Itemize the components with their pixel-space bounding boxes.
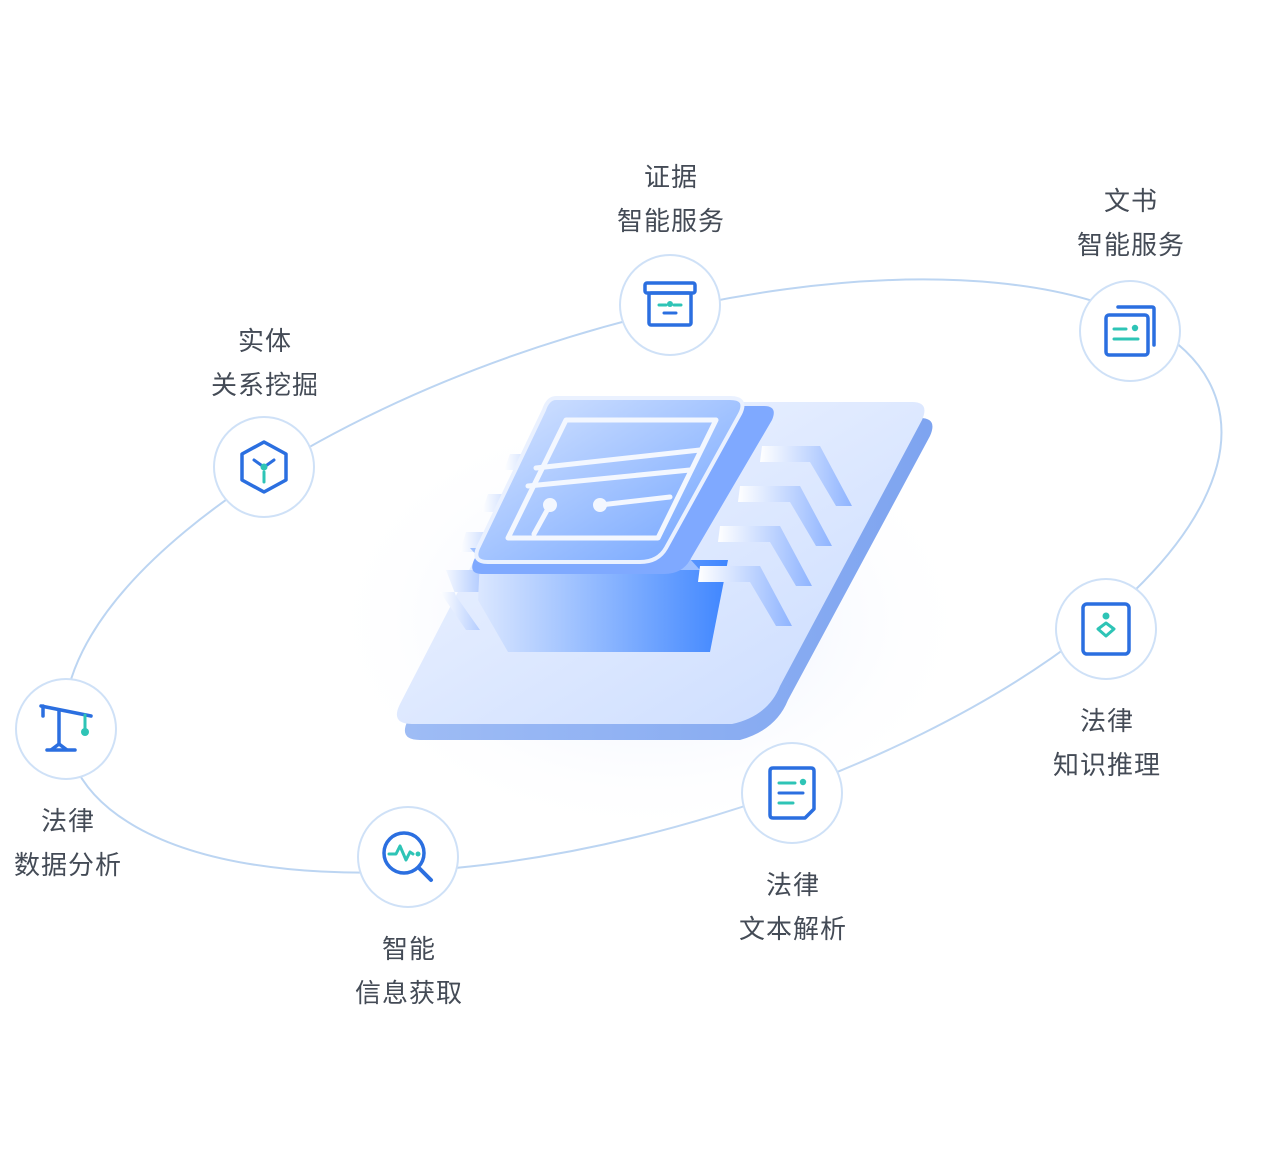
label-text-line2: 文本解析 [738,915,847,945]
chip-right-pins [698,446,852,626]
label-text: 法律 文本解析 [683,864,903,952]
chip-top [472,396,774,574]
node-analysis[interactable] [15,678,117,780]
node-document[interactable] [1079,280,1181,382]
label-evidence-line2: 智能服务 [616,207,725,237]
label-entity-line2: 关系挖掘 [210,371,319,401]
label-reasoning: 法律 知识推理 [997,700,1217,788]
label-evidence-line1: 证据 [643,163,698,193]
label-entity: 实体 关系挖掘 [155,320,375,408]
node-evidence[interactable] [619,254,721,356]
diamond-card-icon [1081,602,1131,656]
node-text[interactable] [741,742,843,844]
scale-balance-icon [39,704,93,752]
cube-icon [240,440,288,494]
label-retrieval: 智能 信息获取 [299,928,519,1016]
label-analysis-line1: 法律 [40,807,95,837]
label-text-line1: 法律 [765,871,820,901]
label-entity-line1: 实体 [237,327,292,357]
search-pulse-icon [382,831,433,882]
label-analysis-line2: 数据分析 [13,851,122,881]
label-document-line2: 智能服务 [1076,231,1185,261]
label-analysis: 法律 数据分析 [0,800,178,888]
label-evidence: 证据 智能服务 [561,156,781,244]
node-reasoning[interactable] [1055,578,1157,680]
label-retrieval-line1: 智能 [381,935,436,965]
archive-box-icon [643,281,697,327]
label-reasoning-line2: 知识推理 [1052,751,1161,781]
label-reasoning-line1: 法律 [1079,707,1134,737]
label-retrieval-line2: 信息获取 [354,979,463,1009]
node-retrieval[interactable] [357,806,459,908]
document-stack-icon [1104,305,1156,357]
text-document-icon [768,766,816,820]
node-entity[interactable] [213,416,315,518]
label-document-line1: 文书 [1103,187,1158,217]
label-document: 文书 智能服务 [1021,180,1241,268]
